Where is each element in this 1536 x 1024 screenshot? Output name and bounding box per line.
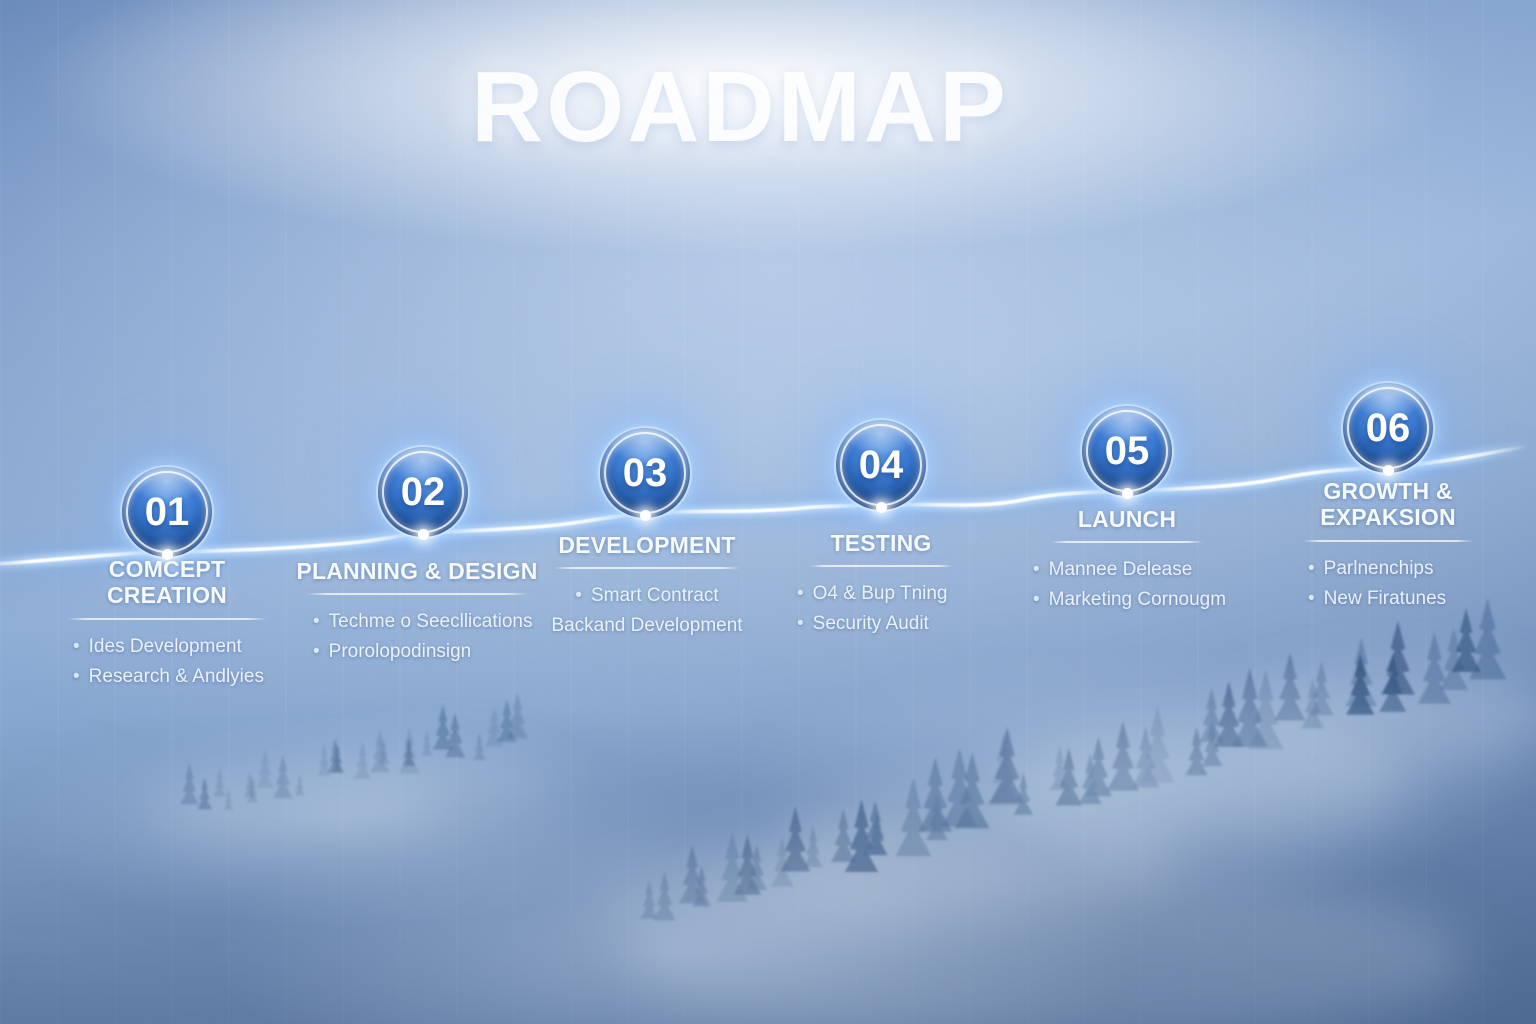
bullet-text: Ides Development — [88, 635, 242, 657]
milestone-bullet-item: • Techme o Seecllications — [313, 607, 547, 637]
milestone-number: 06 — [1365, 405, 1411, 450]
bullet-dot: • — [797, 613, 804, 635]
milestone-title: DEVELOPMENT — [558, 532, 736, 558]
bullet-dot: • — [1308, 557, 1315, 579]
bullet-dot: • — [575, 585, 582, 607]
milestone-label-05: LAUNCH • Mannee Delease • Marketing Cornou… — [1007, 506, 1247, 615]
bullet-dot: • — [1308, 587, 1315, 609]
milestone-bullet-list: • Parlnenchips • New Firatunes — [1268, 554, 1508, 614]
bullet-text: Prorolopodinsign — [328, 641, 472, 663]
milestone-title: GROWTH &EXPAKSION — [1320, 478, 1456, 531]
milestone-node-06: 06 — [1343, 383, 1433, 476]
milestone-bullet-item: • Mannee Delease — [1033, 555, 1247, 585]
milestone-label-03: DEVELOPMENT • Smart Contract Backand Deve… — [527, 532, 767, 641]
milestone-bullet-item: • Prorolopodinsign — [313, 637, 547, 667]
milestone-number: 01 — [144, 489, 190, 534]
bullet-dot: • — [1033, 559, 1040, 581]
milestone-bullet-item: • Smart Contract — [527, 581, 767, 611]
milestone-number: 02 — [400, 469, 446, 514]
milestone-bullet-item: • Security Audit — [797, 609, 1001, 639]
bullet-dot: • — [73, 665, 80, 687]
page-title: ROADMAP — [471, 51, 1009, 163]
bullet-dot: • — [1033, 589, 1040, 611]
milestone-bullet-item: Backand Development — [527, 611, 767, 641]
milestone-bullet-list: • Techme o Seecllications • Prorolopodinsi… — [287, 607, 547, 667]
title-divider — [67, 617, 267, 620]
milestone-node-01: 01 — [122, 467, 212, 560]
title-divider — [810, 565, 952, 568]
milestone-title: TESTING — [830, 530, 932, 556]
bullet-text: Security Audit — [812, 613, 929, 635]
milestone-title: PLANNING & DESIGN — [296, 558, 538, 584]
bullet-text: Marketing Cornougm — [1048, 589, 1227, 611]
milestone-number: 05 — [1104, 428, 1150, 473]
bullet-text: Research & Andlyies — [88, 665, 264, 687]
bullet-dot: • — [313, 611, 320, 633]
milestone-number: 03 — [622, 450, 668, 495]
bullet-dot: • — [73, 635, 80, 657]
bullet-text: Techme o Seecllications — [328, 611, 533, 633]
title-divider — [1303, 539, 1473, 542]
milestone-bullet-list: • Mannee Delease • Marketing Cornougm — [1007, 555, 1247, 615]
milestone-bullet-list: • O4 & Bup Tning • Security Audit — [761, 579, 1001, 639]
milestone-bullet-item: • Research & Andlyies — [73, 662, 287, 692]
milestone-title: LAUNCH — [1077, 506, 1177, 532]
title-divider — [554, 567, 740, 570]
milestone-bullet-item: • Ides Development — [73, 632, 287, 662]
bullet-text: Mannee Delease — [1048, 559, 1193, 581]
bullet-dot: • — [797, 583, 804, 605]
milestone-node-03: 03 — [600, 428, 690, 521]
bullet-text: Backand Development — [551, 615, 743, 637]
milestone-bullet-list: • Ides Development • Research & Andlyies — [47, 632, 287, 692]
milestone-node-02: 02 — [378, 447, 468, 540]
milestone-node-05: 05 — [1082, 406, 1172, 499]
milestone-label-04: TESTING • O4 & Bup Tning • Security Audit — [761, 530, 1001, 639]
milestone-bullet-item: • New Firatunes — [1308, 584, 1508, 614]
bullet-text: New Firatunes — [1323, 587, 1447, 609]
bullet-text: O4 & Bup Tning — [812, 583, 948, 605]
bullet-text: Smart Contract — [590, 585, 719, 607]
milestone-bullet-item: • Marketing Cornougm — [1033, 585, 1247, 615]
title-divider — [1051, 541, 1203, 544]
milestone-number: 04 — [858, 442, 904, 487]
bullet-dot: • — [313, 641, 320, 663]
milestone-label-06: GROWTH &EXPAKSION • Parlnenchips • New Fir… — [1268, 478, 1508, 614]
milestone-bullet-item: • O4 & Bup Tning — [797, 579, 1001, 609]
bullet-text: Parlnenchips — [1323, 557, 1434, 579]
milestone-bullet-list: • Smart Contract Backand Development — [527, 581, 767, 641]
milestone-bullet-item: • Parlnenchips — [1308, 554, 1508, 584]
milestone-node-04: 04 — [836, 420, 926, 513]
title-divider — [306, 593, 528, 596]
milestone-label-02: PLANNING & DESIGN • Techme o Seecllicatio… — [287, 558, 547, 667]
